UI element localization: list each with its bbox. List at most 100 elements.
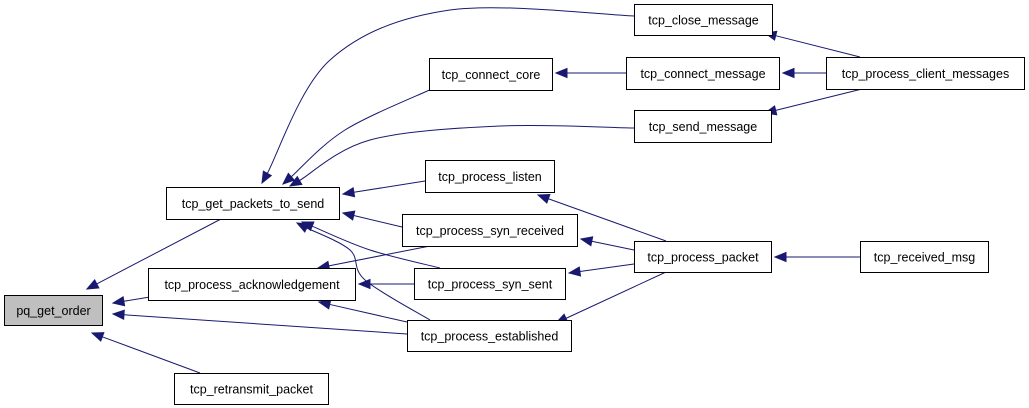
node-box[interactable] bbox=[174, 373, 329, 405]
edge-tcp-process-syn-sent-to-tcp-process-acknowledgement bbox=[357, 278, 414, 290]
node-pq-get-order[interactable]: pq_get_order bbox=[4, 295, 103, 326]
edge-line bbox=[123, 314, 408, 335]
edge-line bbox=[565, 271, 667, 319]
arrowhead-icon bbox=[90, 332, 105, 342]
arrowhead-icon bbox=[111, 295, 126, 307]
node-box[interactable] bbox=[626, 57, 780, 90]
node-tcp-process-client-messages[interactable]: tcp_process_client_messages bbox=[826, 57, 1025, 90]
node-box[interactable] bbox=[429, 58, 553, 91]
node-box[interactable] bbox=[407, 320, 572, 352]
arrowhead-icon bbox=[357, 278, 371, 290]
node-tcp-process-syn-sent[interactable]: tcp_process_syn_sent bbox=[414, 268, 566, 300]
node-tcp-process-established[interactable]: tcp_process_established bbox=[407, 320, 572, 352]
edge-tcp-connect-core-to-tcp-get-packets-to-send bbox=[282, 87, 435, 185]
edge-tcp-process-syn-received-to-tcp-get-packets-to-send bbox=[341, 210, 403, 228]
edge-line bbox=[123, 296, 151, 302]
node-box[interactable] bbox=[402, 214, 578, 247]
node-box[interactable] bbox=[166, 187, 340, 220]
edge-tcp-process-packet-to-tcp-process-listen bbox=[536, 193, 667, 242]
edge-tcp-retransmit-packet-to-pq-get-order bbox=[90, 332, 201, 374]
node-label: tcp_process_syn_sent bbox=[428, 278, 553, 292]
arrowhead-icon bbox=[85, 279, 100, 290]
arrowhead-icon bbox=[111, 309, 125, 321]
node-box[interactable] bbox=[826, 57, 1025, 90]
edge-line bbox=[311, 225, 441, 269]
edge-tcp-process-packet-to-tcp-process-established bbox=[554, 271, 667, 324]
edge-tcp-send-message-to-tcp-get-packets-to-send bbox=[288, 124, 635, 187]
edge-tcp-process-listen-to-tcp-get-packets-to-send bbox=[341, 180, 426, 198]
edge-tcp-process-packet-to-tcp-process-syn-sent bbox=[567, 263, 635, 277]
edge-line bbox=[290, 87, 435, 178]
arrowhead-icon bbox=[288, 175, 303, 187]
node-tcp-process-packet[interactable]: tcp_process_packet bbox=[634, 241, 772, 273]
edge-line bbox=[591, 240, 635, 251]
edge-line bbox=[353, 180, 426, 193]
edge-line bbox=[548, 198, 667, 242]
edge-tcp-process-packet-to-tcp-process-syn-received bbox=[579, 236, 635, 251]
arrowhead-icon bbox=[282, 172, 296, 185]
node-tcp-retransmit-packet[interactable]: tcp_retransmit_packet bbox=[174, 373, 329, 405]
node-box[interactable] bbox=[4, 295, 103, 326]
edge-line bbox=[775, 88, 863, 111]
node-box[interactable] bbox=[634, 110, 772, 143]
node-label: tcp_process_acknowledgement bbox=[164, 278, 340, 292]
node-label: tcp_process_packet bbox=[647, 251, 759, 265]
node-label: tcp_process_listen bbox=[438, 170, 542, 184]
node-label: tcp_get_packets_to_send bbox=[182, 197, 325, 211]
edge-line bbox=[96, 218, 222, 285]
edge-tcp-process-established-to-tcp-get-packets-to-send bbox=[295, 222, 431, 321]
edge-tcp-close-message-to-tcp-get-packets-to-send bbox=[261, 7, 635, 185]
edge-line bbox=[775, 35, 861, 58]
edge-tcp-process-acknowledgement-to-pq-get-order bbox=[111, 295, 151, 307]
node-box[interactable] bbox=[860, 241, 989, 273]
node-label: tcp_process_client_messages bbox=[842, 67, 1009, 81]
edge-tcp-process-client-messages-to-tcp-close-message bbox=[763, 30, 861, 58]
edge-line bbox=[102, 336, 201, 374]
edge-tcp-process-client-messages-to-tcp-send-message bbox=[763, 88, 863, 116]
node-label: tcp_connect_message bbox=[640, 67, 765, 81]
node-tcp-connect-core[interactable]: tcp_connect_core bbox=[429, 58, 553, 91]
edge-tcp-process-established-to-pq-get-order bbox=[111, 309, 408, 335]
edge-line bbox=[353, 215, 403, 228]
edge-tcp-process-client-messages-to-tcp-connect-message bbox=[781, 67, 826, 79]
node-tcp-process-syn-received[interactable]: tcp_process_syn_received bbox=[402, 214, 578, 247]
node-tcp-get-packets-to-send[interactable]: tcp_get_packets_to_send bbox=[166, 187, 340, 220]
node-tcp-process-acknowledgement[interactable]: tcp_process_acknowledgement bbox=[148, 268, 356, 301]
node-tcp-received-msg[interactable]: tcp_received_msg bbox=[860, 241, 989, 273]
node-tcp-process-listen[interactable]: tcp_process_listen bbox=[425, 160, 555, 193]
node-label: tcp_connect_core bbox=[442, 68, 541, 82]
arrowhead-icon bbox=[567, 266, 582, 277]
edge-line bbox=[306, 227, 431, 321]
arrowhead-icon bbox=[773, 251, 787, 263]
edge-tcp-connect-message-to-tcp-connect-core bbox=[554, 67, 626, 79]
node-label: tcp_process_established bbox=[421, 330, 559, 344]
edge-tcp-get-packets-to-send-to-pq-get-order bbox=[85, 218, 222, 290]
node-label: tcp_send_message bbox=[649, 120, 757, 134]
arrowhead-icon bbox=[554, 67, 568, 79]
node-tcp-send-message[interactable]: tcp_send_message bbox=[634, 110, 772, 143]
edges-layer bbox=[85, 7, 863, 374]
node-box[interactable] bbox=[634, 241, 772, 273]
node-box[interactable] bbox=[414, 268, 566, 300]
node-label: tcp_close_message bbox=[648, 14, 759, 28]
nodes-layer: pq_get_order tcp_get_packets_to_send tcp_p… bbox=[4, 4, 1025, 405]
arrowhead-icon bbox=[295, 222, 310, 233]
arrowhead-icon bbox=[579, 236, 594, 247]
edge-line bbox=[579, 263, 635, 272]
arrowhead-icon bbox=[341, 210, 356, 221]
edge-tcp-received-msg-to-tcp-process-packet bbox=[773, 251, 860, 263]
node-label: tcp_process_syn_received bbox=[416, 224, 564, 238]
node-tcp-connect-message[interactable]: tcp_connect_message bbox=[626, 57, 780, 90]
node-box[interactable] bbox=[425, 160, 555, 193]
node-label: tcp_received_msg bbox=[874, 251, 975, 265]
node-tcp-close-message[interactable]: tcp_close_message bbox=[634, 4, 773, 36]
arrowhead-icon bbox=[781, 67, 795, 79]
arrowhead-icon bbox=[317, 299, 332, 310]
edge-line bbox=[328, 245, 431, 267]
node-box[interactable] bbox=[634, 4, 773, 36]
node-label: tcp_retransmit_packet bbox=[190, 383, 314, 397]
node-box[interactable] bbox=[148, 268, 356, 301]
edge-line bbox=[299, 124, 635, 181]
edge-tcp-process-syn-received-to-tcp-process-acknowledgement bbox=[316, 245, 431, 271]
